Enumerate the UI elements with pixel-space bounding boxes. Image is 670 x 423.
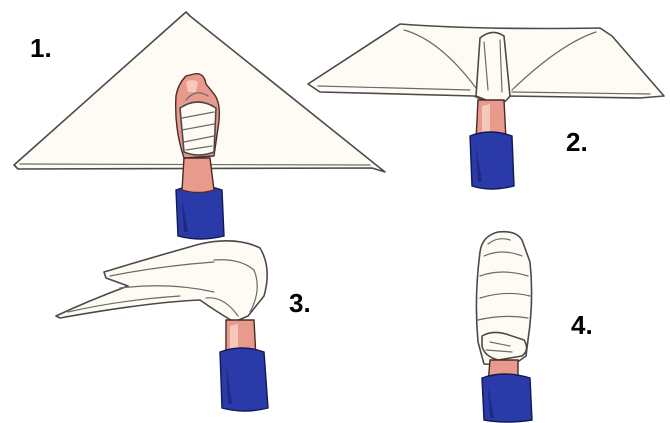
step-1-label: 1. [30,35,52,61]
wrapping-bandage [56,241,267,322]
step-4-illustration [476,232,532,422]
hand-wrap [180,102,216,155]
step-3-illustration [56,241,268,411]
center-fold [476,32,510,105]
step-1-illustration [14,12,385,239]
sleeve [470,132,514,189]
forearm [182,158,214,193]
step-2-label: 2. [566,129,588,155]
step-4-label: 4. [571,312,593,338]
step-3-label: 3. [289,290,311,316]
